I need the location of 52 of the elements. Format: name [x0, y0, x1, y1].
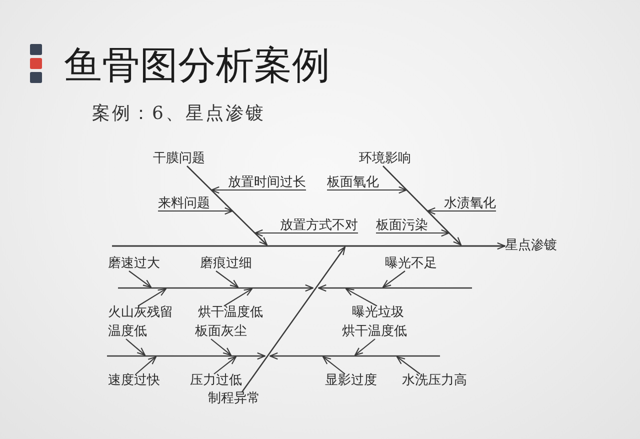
- arrow: [327, 186, 408, 194]
- bone-arrow: [318, 284, 472, 292]
- title: 鱼骨图分析案例: [64, 44, 330, 86]
- cause-label: 烘干温度低: [342, 325, 407, 339]
- cause-label: 烘干温度低: [198, 306, 263, 320]
- cause-label: 放置时间过长: [228, 176, 306, 190]
- bone-arrow: [118, 284, 314, 292]
- cause-label: 水渍氧化: [444, 197, 496, 211]
- cause-label: 曝光不足: [385, 257, 437, 271]
- cause-label: 曝光垃圾: [352, 306, 404, 320]
- arrow: [216, 270, 239, 288]
- arrow: [354, 338, 376, 356]
- arrow: [138, 288, 167, 306]
- arrow: [382, 270, 406, 288]
- arrow: [426, 207, 496, 215]
- cause-label: 放置方式不对: [280, 219, 358, 233]
- category-label: 干膜问题: [153, 152, 205, 166]
- bone-arrow: [269, 352, 440, 360]
- cause-label: 磨速过大: [108, 257, 160, 271]
- arrow: [126, 338, 146, 356]
- bone-arrow: [107, 352, 266, 360]
- cause-label: 火山灰残留: [108, 306, 173, 320]
- cause-label: 压力过低: [190, 374, 242, 388]
- bone-arrow: [382, 166, 462, 246]
- bone-arrow: [186, 166, 268, 246]
- arrow: [214, 356, 237, 374]
- cause-label: 显影过度: [325, 374, 377, 388]
- cause-label: 磨痕过细: [200, 257, 252, 271]
- category-label: 制程异常: [208, 392, 260, 406]
- category-label: 环境影响: [359, 152, 411, 166]
- arrow: [254, 229, 358, 237]
- arrow: [136, 356, 157, 374]
- arrow: [210, 186, 306, 194]
- cause-label: 板面灰尘: [195, 325, 247, 339]
- cause-label: 板面氧化: [327, 176, 379, 190]
- arrow: [158, 207, 234, 215]
- arrow: [224, 288, 253, 306]
- bone-arrow: [241, 246, 346, 392]
- cause-label: 来料问题: [158, 197, 210, 211]
- cause-label: 速度过快: [108, 374, 160, 388]
- arrow: [396, 356, 420, 374]
- cause-label: 板面污染: [376, 219, 428, 233]
- subtitle: 案例：6、星点渗镀: [92, 103, 266, 125]
- effect-label: 星点渗镀: [505, 239, 557, 253]
- arrow: [345, 288, 378, 306]
- arrow: [322, 356, 346, 374]
- cause-label: 水洗压力高: [402, 374, 467, 388]
- cause-label: 温度低: [108, 325, 147, 339]
- arrow: [128, 270, 152, 288]
- spine-arrow: [112, 242, 506, 250]
- arrow: [210, 338, 232, 356]
- arrow: [376, 229, 450, 237]
